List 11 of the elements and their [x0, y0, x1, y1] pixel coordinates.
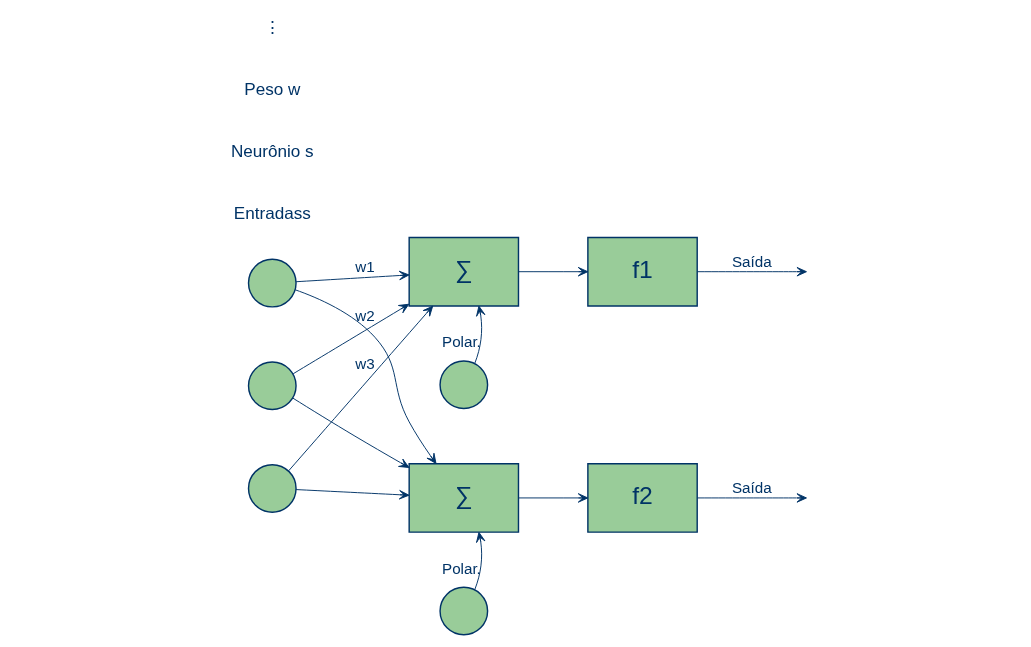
label: Entradass	[233, 203, 311, 223]
label: Peso w	[244, 80, 301, 100]
edge-label: Saída	[732, 478, 772, 496]
edge-label: w3	[355, 355, 375, 373]
edge-label: w2	[355, 306, 375, 324]
edge-label: Polar.	[442, 333, 481, 351]
edge-label: Saída	[732, 252, 772, 270]
label: ⋮	[263, 18, 281, 38]
label: Neurônio s	[230, 142, 314, 162]
edge-label: w1	[355, 258, 375, 276]
edge-label: Polar.	[442, 559, 481, 577]
